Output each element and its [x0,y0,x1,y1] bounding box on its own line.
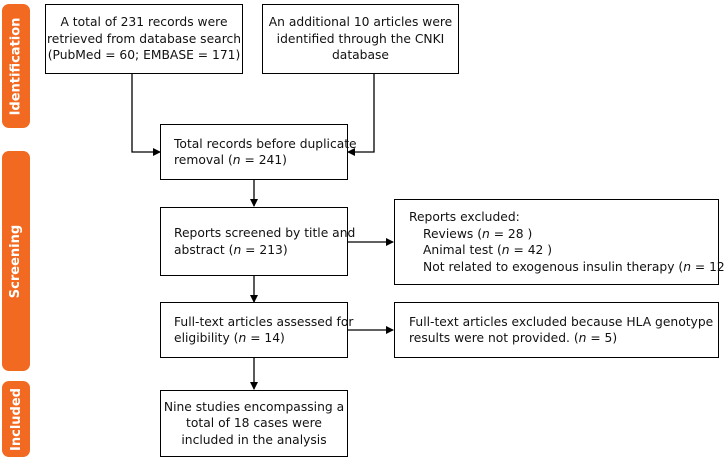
screened-box: Reports screened by title and abstract (… [160,207,355,276]
reports-excluded-title: Reports excluded: [409,210,520,224]
arrow-cnki-to-total [347,74,375,156]
included-line: total of 18 cases were [186,416,322,431]
fulltext-assessed-box: Full-text articles assessed for eligibil… [160,302,353,358]
excluded-reviews: Reviews (n = 28 ) [423,226,533,241]
stage-screening: Screening [2,151,30,371]
arrow-database-to-total [131,74,161,156]
included-line: included in the analysis [181,432,327,447]
database-search-box: A total of 231 records were retrieved fr… [45,4,243,74]
fulltext-excluded-line2: results were not provided. (n = 5) [409,331,618,345]
database-search-line: retrieved from database search [46,31,242,46]
cnki-line: An additional 10 articles were [268,15,453,30]
cnki-line: database [331,48,389,63]
excluded-not-related: Not related to exogenous insulin therapy… [423,259,724,274]
database-search-line: (PubMed = 60; EMBASE = 171) [47,48,241,63]
fulltext-line1: Full-text articles assessed for [174,314,354,329]
cnki-box: An additional 10 articles were identifie… [262,4,459,74]
screened-line2: abstract (n = 213) [174,242,288,257]
total-records-line2: removal (n = 241) [174,153,287,167]
total-records-line1: Total records before duplicate [174,136,357,151]
fulltext-line2: eligibility (n = 14) [174,331,285,345]
fulltext-excluded-line1: Full-text articles excluded because HLA … [409,314,714,329]
screened-line1: Reports screened by title and [174,226,356,240]
excluded-animal-test: Animal test (n = 42 ) [423,243,553,257]
fulltext-excluded-box: Full-text articles excluded because HLA … [394,302,719,358]
cnki-line: identified through the CNKI [276,31,445,46]
reports-excluded-box: Reports excluded: Reviews (n = 28 ) Anim… [394,199,724,285]
database-search-line: A total of 231 records were [60,15,228,30]
stage-included: Included [2,381,30,457]
stage-identification: Identification [2,4,30,128]
total-records-box: Total records before duplicate removal (… [160,124,357,180]
included-studies-box: Nine studies encompassing a total of 18 … [160,390,348,457]
included-line: Nine studies encompassing a [163,399,345,414]
